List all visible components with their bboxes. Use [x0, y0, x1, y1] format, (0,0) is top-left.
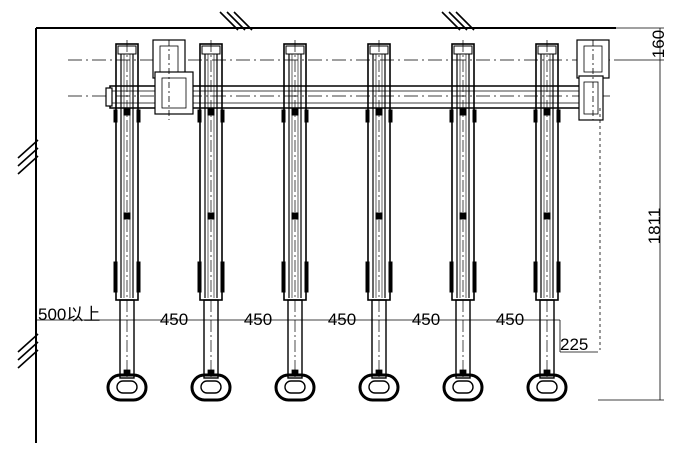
dim-spacing-1: 450	[160, 310, 188, 329]
rack-fitting	[220, 109, 225, 123]
rack-fitting	[136, 261, 141, 293]
beam-end-cap	[105, 87, 113, 107]
hatch-left-upper	[17, 139, 39, 175]
rack-joint-mark	[543, 108, 551, 116]
rack-joint-mark	[291, 108, 299, 116]
rack-joint-mark	[459, 212, 467, 220]
rack-fitting	[449, 261, 454, 293]
rack-floor-ring	[526, 373, 568, 402]
rack-fitting	[197, 109, 202, 123]
rack-lower-tube	[455, 299, 471, 379]
rack-fitting	[281, 261, 286, 293]
rack-fitting	[556, 261, 561, 293]
rack-fitting	[533, 261, 538, 293]
rack-unit	[358, 40, 400, 402]
rack-fitting	[113, 261, 118, 293]
dim-spacing-4: 450	[412, 310, 440, 329]
rack-joint-mark	[123, 108, 131, 116]
rack-floor-ring	[274, 373, 316, 402]
rack-joint-mark	[375, 212, 383, 220]
wall-hatch-marks	[17, 11, 475, 369]
rack-lower-tube	[119, 299, 135, 379]
rack-joint-mark	[291, 212, 299, 220]
rack-joint-mark	[375, 108, 383, 116]
rack-joint-mark	[459, 108, 467, 116]
rack-floor-ring-inner	[536, 380, 558, 394]
hatch-left-lower	[17, 333, 39, 369]
dim-spacing-2: 450	[244, 310, 272, 329]
rack-unit	[442, 40, 484, 402]
rack-floor-ring-inner	[116, 380, 138, 394]
rack-fitting	[113, 109, 118, 123]
rack-floor-ring-inner	[368, 380, 390, 394]
rack-fitting	[281, 109, 286, 123]
dim-wall-clearance: 500以上	[38, 305, 100, 324]
dimension-lines	[36, 27, 664, 401]
rack-unit	[274, 40, 316, 402]
dim-spacing-5: 450	[496, 310, 524, 329]
rack-lower-tube	[539, 299, 555, 379]
rack-floor-ring	[442, 373, 484, 402]
rack-unit	[190, 40, 232, 402]
rack-fitting	[365, 261, 370, 293]
dim-height: 1811	[645, 208, 664, 245]
rack-lower-tube	[287, 299, 303, 379]
rack-floor-ring	[106, 373, 148, 402]
rack-joint-mark	[543, 212, 551, 220]
rack-floor-ring-inner	[284, 380, 306, 394]
rack-fitting	[388, 109, 393, 123]
hatch-top-right	[441, 11, 475, 31]
rack-fitting	[220, 261, 225, 293]
rack-lower-tube	[203, 299, 219, 379]
rack-joint-mark	[123, 212, 131, 220]
rack-unit	[106, 40, 148, 402]
rack-fitting	[388, 261, 393, 293]
rack-fitting	[365, 109, 370, 123]
rack-lower-tube	[371, 299, 387, 379]
bracket-left	[152, 39, 194, 120]
rack-fitting	[472, 109, 477, 123]
wall-outline	[35, 27, 616, 443]
bracket-clamp	[154, 71, 194, 115]
dim-end-offset: 225	[560, 335, 588, 354]
rack-joint-mark	[207, 108, 215, 116]
rack-joint-mark	[207, 212, 215, 220]
bracket-clamp	[578, 75, 604, 121]
rack-floor-ring	[358, 373, 400, 402]
rack-units	[106, 40, 568, 402]
rack-fitting	[556, 109, 561, 123]
rack-floor-ring-inner	[452, 380, 474, 394]
hatch-top-left	[219, 11, 253, 31]
rack-fitting	[136, 109, 141, 123]
rack-fitting	[304, 261, 309, 293]
rack-unit	[526, 40, 568, 402]
rack-floor-ring	[190, 373, 232, 402]
rack-fitting	[304, 109, 309, 123]
dim-spacing-3: 450	[328, 310, 356, 329]
dim-top-offset: 160	[649, 30, 668, 58]
rack-fitting	[197, 261, 202, 293]
rack-fitting	[472, 261, 477, 293]
rack-fitting	[533, 109, 538, 123]
bracket-right	[576, 39, 610, 121]
rack-floor-ring-inner	[200, 380, 222, 394]
rack-fitting	[449, 109, 454, 123]
